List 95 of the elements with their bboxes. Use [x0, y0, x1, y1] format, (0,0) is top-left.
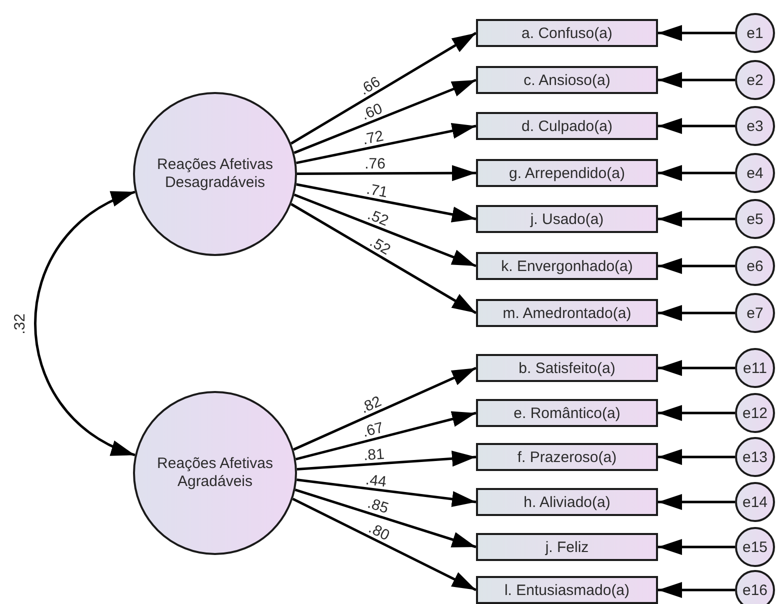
observed-variable-box — [476, 159, 658, 187]
variable-label: e. Romântico(a) — [514, 404, 620, 422]
edge-label: .82 — [358, 394, 384, 416]
observed-variable-box — [476, 576, 658, 604]
arrow — [296, 183, 476, 222]
variable-label: b. Satisfeito(a) — [518, 360, 616, 376]
error-label: e12 — [742, 404, 768, 422]
error-label: e6 — [746, 258, 764, 274]
variable-label: g. Arrependido(a) — [509, 164, 625, 182]
arrow — [658, 118, 735, 134]
error-term-circle — [735, 13, 775, 53]
error-term-circle — [735, 293, 775, 333]
arrow — [658, 582, 735, 598]
variable-label: j. Feliz — [545, 538, 589, 556]
arrow — [658, 305, 735, 321]
observed-variable-box — [476, 533, 658, 561]
edge-label: .80 — [366, 520, 392, 544]
edge-label: .67 — [360, 420, 385, 440]
error-term-circle — [735, 246, 775, 286]
variable-label: k. Envergonhado(a) — [501, 258, 633, 274]
observed-variable-box — [476, 112, 658, 140]
observed-variable-box — [476, 299, 658, 327]
arrow — [294, 194, 476, 268]
arrow — [296, 478, 476, 507]
arrow — [658, 211, 735, 227]
error-term-circle — [735, 153, 775, 193]
edge-label: .72 — [361, 128, 385, 148]
observed-variable-box — [476, 205, 658, 233]
error-label: e11 — [743, 360, 767, 376]
observed-variable-box — [476, 19, 658, 47]
arrow — [294, 78, 476, 154]
edge-label: .44 — [364, 472, 388, 490]
edge-label: .76 — [364, 156, 386, 172]
arrow — [290, 32, 477, 145]
error-term-circle — [735, 348, 775, 388]
observed-variable-box — [476, 488, 658, 516]
arrow — [296, 450, 476, 471]
error-term-circle — [735, 570, 775, 604]
error-label: e13 — [742, 448, 768, 466]
edge-label: .85 — [366, 496, 390, 517]
edge-label: .60 — [359, 101, 384, 123]
variable-label: a. Confuso(a) — [522, 24, 612, 42]
arrow — [292, 498, 477, 592]
arrow — [296, 411, 476, 460]
error-term-circle — [735, 60, 775, 100]
arrow — [658, 405, 735, 421]
arrow — [294, 488, 476, 548]
arrow — [658, 539, 735, 555]
error-label: e2 — [746, 72, 764, 88]
arrow — [293, 366, 477, 451]
error-term-circle — [735, 393, 775, 433]
error-term-circle — [735, 437, 775, 477]
edge-label: .32 — [12, 313, 28, 334]
edge-label: .52 — [366, 234, 392, 258]
arrow — [658, 360, 735, 376]
error-label: e5 — [746, 210, 764, 228]
variable-label: Reações Afetivas Desagradáveis — [156, 156, 274, 192]
variable-label: j. Usado(a) — [530, 210, 604, 228]
observed-variable-box — [476, 443, 658, 471]
error-term-circle — [735, 482, 775, 522]
edge-label: .81 — [363, 446, 386, 464]
variable-label: d. Culpado(a) — [522, 118, 612, 134]
error-term-circle — [735, 199, 775, 239]
error-label: e3 — [746, 118, 764, 134]
arrow — [658, 494, 735, 510]
error-label: e16 — [742, 582, 768, 598]
arrow — [290, 203, 477, 314]
edge-label: .71 — [365, 181, 388, 200]
arrow — [658, 25, 735, 41]
arrow — [658, 72, 735, 88]
error-term-circle — [735, 527, 775, 567]
error-label: e14 — [742, 494, 768, 510]
covariance-arrow — [34, 190, 136, 456]
error-term-circle — [735, 106, 775, 146]
arrow — [658, 449, 735, 465]
arrow — [658, 165, 735, 181]
arrow — [658, 258, 735, 274]
observed-variable-box — [476, 354, 658, 382]
error-label: e1 — [746, 24, 764, 42]
observed-variable-box — [476, 252, 658, 280]
edge-label: .66 — [358, 74, 384, 98]
variable-label: m. Amedrontado(a) — [502, 304, 632, 322]
arrow — [297, 165, 476, 182]
error-label: e7 — [746, 304, 764, 322]
observed-variable-box — [476, 399, 658, 427]
variable-label: l. Entusiasmado(a) — [504, 582, 630, 598]
observed-variable-box — [476, 66, 658, 94]
error-label: e15 — [742, 538, 768, 556]
error-label: e4 — [746, 164, 764, 182]
variable-label: h. Aliviado(a) — [524, 494, 610, 510]
variable-label: Reações Afetivas Agradáveis — [156, 455, 274, 491]
edge-label: .52 — [366, 207, 391, 229]
arrow — [296, 123, 476, 164]
variable-label: c. Ansioso(a) — [524, 72, 610, 88]
variable-label: f. Prazeroso(a) — [517, 448, 617, 466]
